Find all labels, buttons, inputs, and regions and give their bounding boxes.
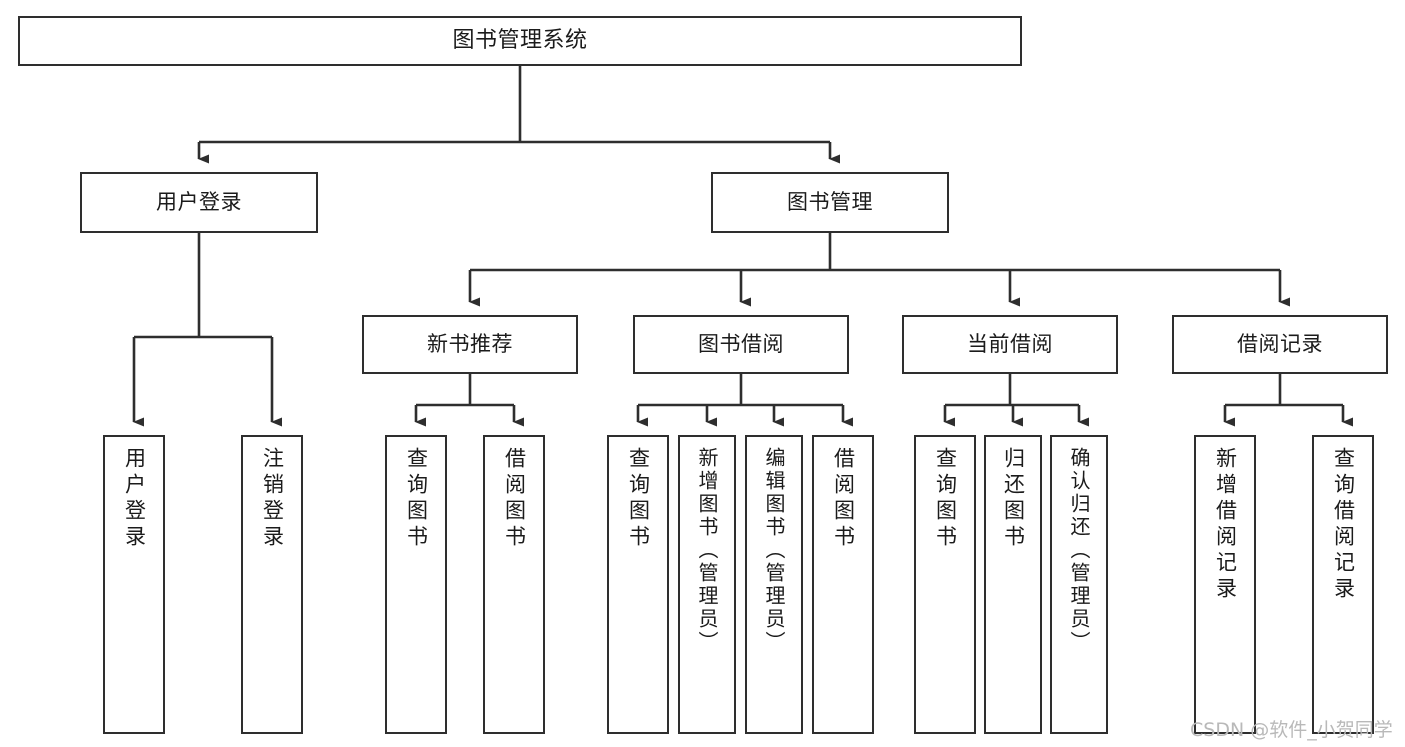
node-level1-label: 用户登录 — [156, 190, 242, 215]
node-level2[interactable]: 借阅记录 — [1172, 315, 1388, 374]
node-level2-label: 图书借阅 — [698, 332, 784, 357]
node-leaf[interactable]: 新增图书（管理员） — [678, 435, 736, 734]
node-level1[interactable]: 用户登录 — [80, 172, 318, 233]
node-level2[interactable]: 图书借阅 — [633, 315, 849, 374]
node-leaf-label: 用户登录 — [122, 447, 147, 551]
node-leaf[interactable]: 归还图书 — [984, 435, 1042, 734]
node-leaf-label: 归还图书 — [1001, 447, 1026, 551]
watermark: CSDN @软件_小贺同学 — [1190, 719, 1393, 741]
node-leaf-label: 借阅图书 — [502, 447, 527, 551]
node-leaf[interactable]: 查询图书 — [607, 435, 669, 734]
node-level2-label: 借阅记录 — [1237, 332, 1323, 357]
node-level2-label: 当前借阅 — [967, 332, 1053, 357]
node-leaf-label: 查询图书 — [404, 447, 429, 551]
node-level2[interactable]: 新书推荐 — [362, 315, 578, 374]
node-leaf[interactable]: 查询借阅记录 — [1312, 435, 1374, 734]
node-leaf[interactable]: 借阅图书 — [812, 435, 874, 734]
node-leaf[interactable]: 借阅图书 — [483, 435, 545, 734]
node-leaf-label: 查询图书 — [626, 447, 651, 551]
node-leaf-label: 查询借阅记录 — [1331, 447, 1356, 603]
node-leaf-label: 新增图书（管理员） — [695, 447, 719, 654]
node-leaf-label: 查询图书 — [933, 447, 958, 551]
node-root-label: 图书管理系统 — [452, 28, 588, 54]
node-leaf[interactable]: 确认归还（管理员） — [1050, 435, 1108, 734]
node-level2-label: 新书推荐 — [427, 332, 513, 357]
node-leaf-label: 编辑图书（管理员） — [762, 447, 786, 654]
node-root[interactable]: 图书管理系统 — [18, 16, 1022, 66]
node-leaf[interactable]: 用户登录 — [103, 435, 165, 734]
node-leaf[interactable]: 新增借阅记录 — [1194, 435, 1256, 734]
node-leaf-label: 新增借阅记录 — [1213, 447, 1238, 603]
node-leaf[interactable]: 查询图书 — [914, 435, 976, 734]
node-leaf[interactable]: 编辑图书（管理员） — [745, 435, 803, 734]
node-leaf[interactable]: 查询图书 — [385, 435, 447, 734]
node-level1-label: 图书管理 — [787, 190, 873, 215]
node-leaf-label: 注销登录 — [260, 447, 285, 551]
node-level2[interactable]: 当前借阅 — [902, 315, 1118, 374]
node-level1[interactable]: 图书管理 — [711, 172, 949, 233]
node-leaf-label: 借阅图书 — [831, 447, 856, 551]
node-leaf[interactable]: 注销登录 — [241, 435, 303, 734]
node-leaf-label: 确认归还（管理员） — [1067, 447, 1091, 654]
